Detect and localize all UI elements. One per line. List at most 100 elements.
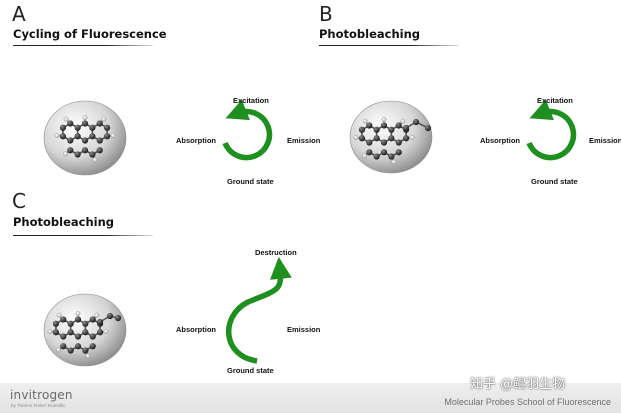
watermark: 知乎 @鲲羽生物 <box>470 377 566 392</box>
carbon-atom <box>103 133 111 140</box>
carbon-atom <box>74 124 81 131</box>
carbon-atom <box>366 122 373 129</box>
cycle-arrow-b-icon <box>526 99 577 161</box>
carbon-atom <box>74 316 82 323</box>
footer-bar <box>0 383 621 413</box>
hydrogen-atom <box>101 116 107 122</box>
panel-a-letter: A <box>12 2 26 26</box>
carbon-atom <box>96 120 103 127</box>
carbon-atom <box>89 316 96 323</box>
label-a-bottom: Ground state <box>227 177 274 186</box>
carbon-atom <box>373 126 380 133</box>
brand-logo: invitrogen <box>10 388 73 402</box>
carbon-atom <box>106 312 114 320</box>
carbon-atom <box>388 126 395 133</box>
panel-c-letter: C <box>12 189 26 213</box>
panel-b-rule <box>319 45 459 46</box>
carbon-atom <box>373 135 380 142</box>
hydrogen-atom <box>63 151 68 157</box>
hydrogen-atom <box>85 353 91 359</box>
carbon-atom <box>74 343 82 350</box>
carbon-atom <box>67 147 74 154</box>
label-b-right: Emission <box>589 136 621 145</box>
carbon-atom <box>67 120 74 127</box>
hydrogen-atom <box>409 135 415 140</box>
carbon-atom <box>402 124 410 132</box>
carbon-atom <box>366 149 373 156</box>
carbon-atom <box>424 124 432 132</box>
hydrogen-atom <box>47 329 53 334</box>
carbon-atom <box>82 320 89 327</box>
panel-c-rule <box>13 235 153 236</box>
carbon-atom <box>89 151 96 158</box>
carbon-atom <box>402 135 410 142</box>
carbon-atom <box>67 137 74 144</box>
carbon-atom <box>380 149 388 156</box>
carbon-atom <box>52 320 60 327</box>
carbon-atom <box>60 333 67 340</box>
hydrogen-atom <box>362 118 368 124</box>
carbon-atom <box>81 147 89 154</box>
label-c-right: Emission <box>287 325 321 334</box>
hydrogen-atom <box>400 118 406 124</box>
carbon-atom <box>81 137 89 144</box>
carbon-atom <box>380 122 388 129</box>
carbon-atom <box>412 118 420 126</box>
label-c-left: Absorption <box>176 325 216 334</box>
hydrogen-atom <box>56 312 62 318</box>
label-b-top: Excitation <box>537 96 573 105</box>
label-b-bottom: Ground state <box>531 177 578 186</box>
carbon-atom <box>373 153 380 160</box>
carbon-atom <box>89 133 96 140</box>
school-caption: Molecular Probes School of Fluorescence <box>444 397 611 407</box>
panel-b-title: Photobleaching <box>319 27 421 41</box>
panel-a-title: Cycling of Fluorescence <box>13 27 167 41</box>
carbon-atom <box>67 320 74 327</box>
carbon-atom <box>358 135 366 142</box>
destruction-arrow-icon <box>225 256 292 364</box>
carbon-atom <box>388 153 395 160</box>
carbon-atom <box>89 333 96 340</box>
hydrogen-atom <box>353 135 359 140</box>
label-a-top: Excitation <box>233 96 269 105</box>
hydrogen-atom <box>110 133 116 138</box>
label-a-right: Emission <box>287 136 321 145</box>
carbon-atom <box>81 120 89 127</box>
carbon-atom <box>103 124 111 131</box>
carbon-atom <box>74 333 82 340</box>
brand-subtitle: by Thermo Fisher Scientific <box>11 403 66 408</box>
hydrogen-atom <box>54 133 60 138</box>
carbon-atom <box>67 329 74 336</box>
carbon-atom <box>82 329 89 336</box>
carbon-atom <box>114 314 122 322</box>
carbon-atom <box>74 151 81 158</box>
label-b-left: Absorption <box>480 136 520 145</box>
molecule-c-icon <box>43 293 127 367</box>
hydrogen-atom <box>92 157 98 163</box>
hydrogen-atom <box>381 117 387 122</box>
carbon-atom <box>89 343 96 350</box>
carbon-atom <box>96 329 104 336</box>
hydrogen-atom <box>94 312 100 318</box>
molecule-a-icon <box>43 100 127 176</box>
carbon-atom <box>89 124 96 131</box>
carbon-atom <box>395 122 402 129</box>
carbon-atom <box>96 318 104 326</box>
label-c-top: Destruction <box>255 248 297 257</box>
cycle-arrow-a-icon <box>222 99 273 161</box>
carbon-atom <box>388 135 395 142</box>
hydrogen-atom <box>56 347 61 353</box>
carbon-atom <box>60 316 67 323</box>
carbon-atom <box>358 126 366 133</box>
carbon-atom <box>96 147 103 154</box>
molecule-b-icon <box>349 100 433 174</box>
carbon-atom <box>380 139 388 146</box>
hydrogen-atom <box>63 116 69 122</box>
carbon-atom <box>59 133 67 140</box>
carbon-atom <box>395 139 402 146</box>
panel-c-title: Photobleaching <box>13 215 115 229</box>
hydrogen-atom <box>75 311 81 316</box>
hydrogen-atom <box>391 159 397 165</box>
carbon-atom <box>59 124 67 131</box>
